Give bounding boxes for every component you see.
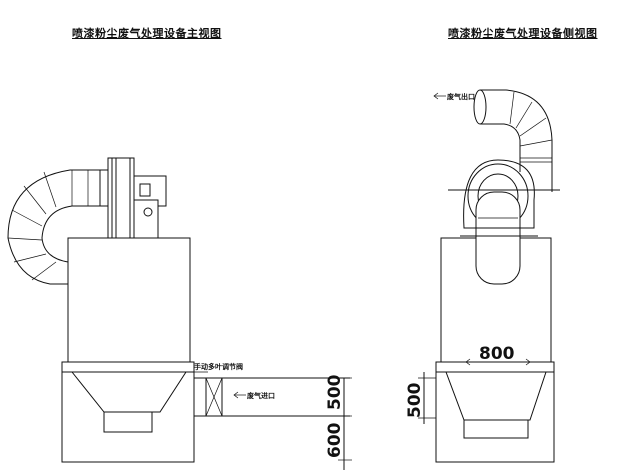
side-hopper-housing [435, 361, 555, 463]
dim-front-500: 500 [325, 374, 345, 410]
front-tower-body [67, 237, 191, 363]
side-fan-column [475, 191, 521, 285]
front-fan [99, 157, 167, 239]
front-view: 手动多叶调节阀 废气进口 500 600 [7, 157, 352, 470]
front-elbow-duct [7, 169, 100, 285]
dim-side-500: 500 [405, 382, 425, 418]
side-dimensions: 800 500 [405, 344, 531, 424]
outlet-label: 废气出口 [447, 92, 475, 101]
front-view-title: 喷漆粉尘废气处理设备主视图 [72, 27, 222, 40]
front-hopper-funnel [71, 371, 187, 413]
side-hopper-funnel [445, 371, 547, 421]
dim-side-800: 800 [479, 344, 515, 364]
side-fan [448, 159, 560, 285]
manual-damper [205, 377, 223, 417]
damper-label: 手动多叶调节阀 [194, 362, 243, 371]
side-view: 废气出口 800 500 [405, 89, 560, 463]
inlet-label: 废气进口 [247, 391, 275, 400]
front-hopper-housing [61, 361, 195, 463]
front-discharge-box [103, 411, 153, 433]
dim-front-600: 600 [325, 422, 345, 458]
side-view-title: 喷漆粉尘废气处理设备侧视图 [448, 27, 598, 40]
side-outlet-elbow: 废气出口 [433, 89, 553, 192]
side-discharge-box [463, 419, 529, 439]
front-fan-base [133, 199, 159, 239]
front-inlet-duct: 手动多叶调节阀 废气进口 [190, 362, 350, 417]
front-dimension-chain: 500 600 [325, 374, 352, 470]
